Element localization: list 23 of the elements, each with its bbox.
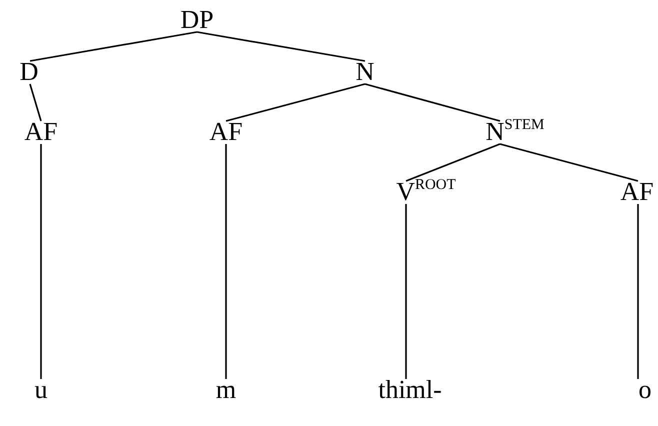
tree-label: AF xyxy=(24,119,58,145)
tree-label: N$^{STEM}$ xyxy=(486,119,544,145)
tree-branch xyxy=(226,83,366,122)
tree-branch xyxy=(225,144,227,379)
tree-label: AF xyxy=(620,179,654,205)
tree-label: N xyxy=(356,59,374,85)
tree-branch xyxy=(364,83,500,122)
tree-branch xyxy=(40,144,42,379)
tree-branch xyxy=(406,143,500,182)
tree-label: thiml- xyxy=(378,377,442,403)
tree-branch xyxy=(500,143,638,182)
tree-label: DP xyxy=(180,7,214,33)
tree-branch xyxy=(196,31,366,62)
tree-label: D xyxy=(20,59,38,85)
tree-branch xyxy=(30,31,198,62)
tree-branch xyxy=(29,84,42,122)
tree-label: m xyxy=(216,377,236,403)
tree-label: AF xyxy=(209,119,243,145)
tree-branch xyxy=(637,204,639,379)
tree-label: V$^{ROOT}$ xyxy=(396,179,456,205)
tree-branch xyxy=(405,204,407,379)
tree-label: u xyxy=(34,377,48,403)
tree-label: o xyxy=(638,377,652,403)
